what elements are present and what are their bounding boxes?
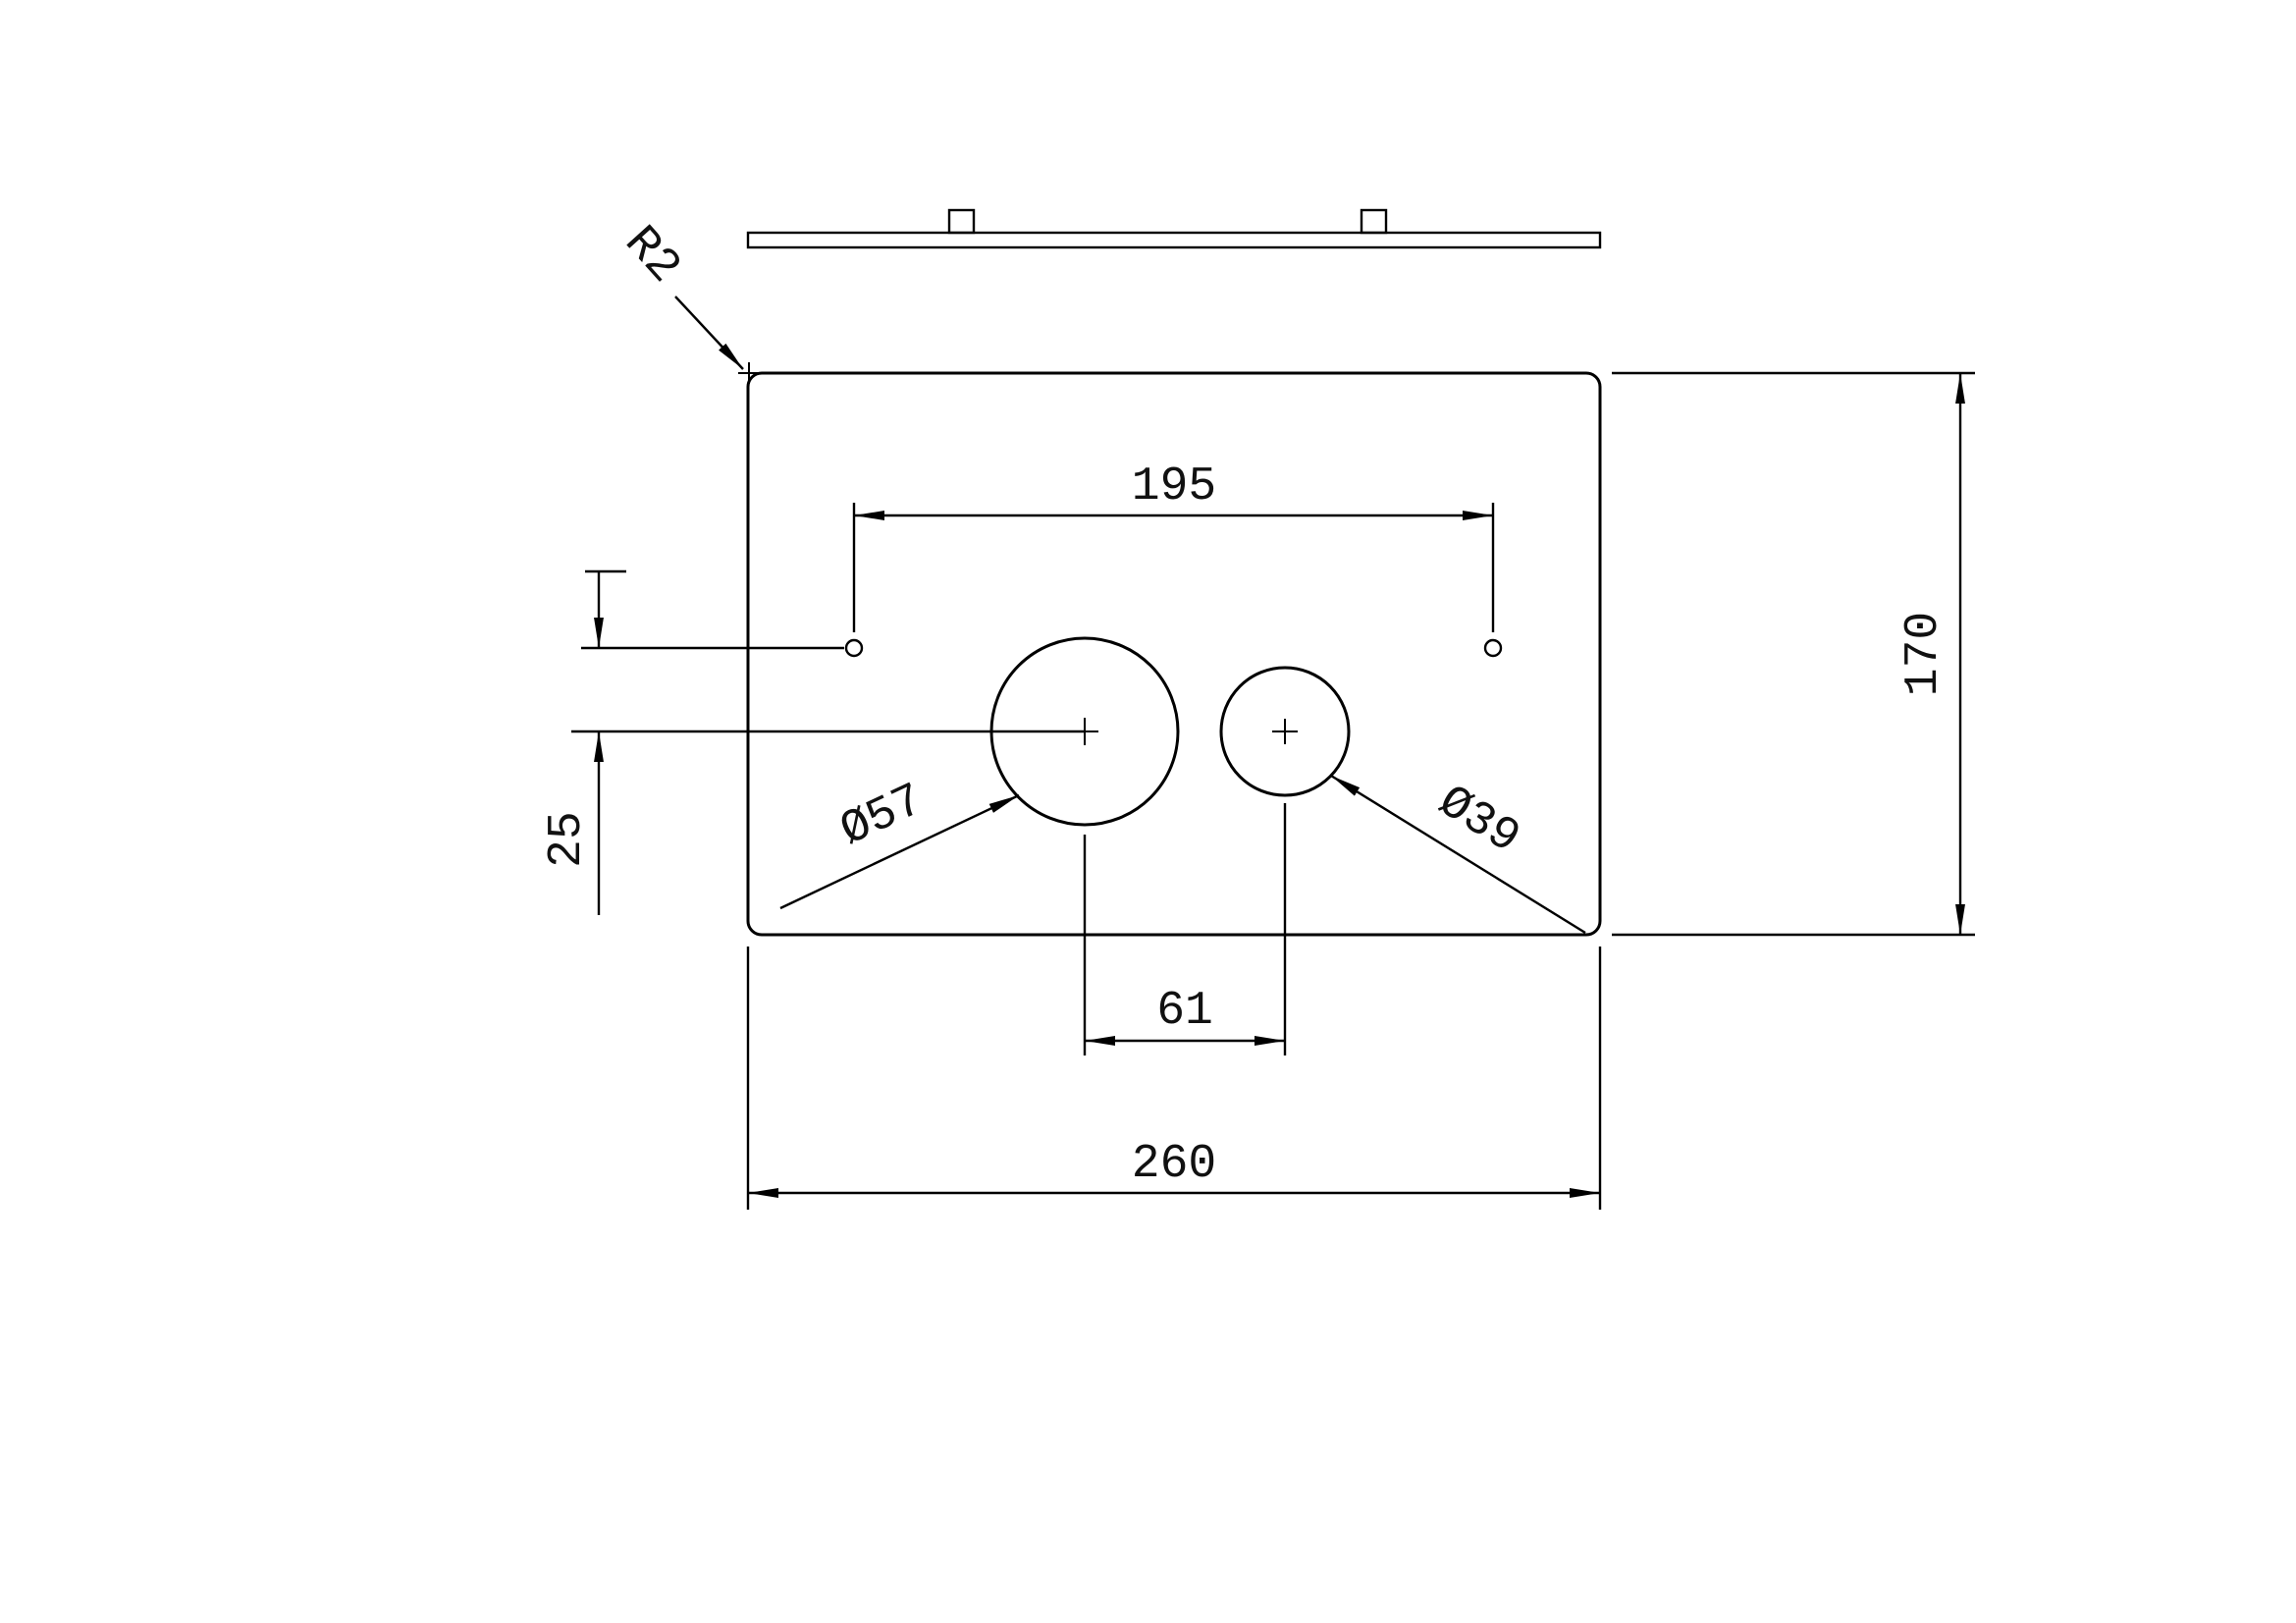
d39-label: Ø39 [1428, 776, 1528, 866]
side-view-clip-left [947, 208, 976, 235]
dim-260: 260 [746, 947, 1602, 1210]
side-view-plate-bar [746, 231, 1602, 249]
dim-25-value: 25 [541, 811, 594, 868]
pilot-hole-left [844, 638, 864, 658]
dim-61-value: 61 [1156, 985, 1213, 1038]
side-view [746, 208, 1602, 249]
pilot-hole-right [1483, 638, 1503, 658]
d57-leader-line [779, 793, 1020, 910]
label-large-hole: Ø57 [779, 774, 1020, 910]
dim-195-value: 195 [1132, 460, 1216, 514]
dim-195: 195 [852, 460, 1495, 632]
dim-170: 170 [1612, 371, 1975, 937]
side-view-clip-right [1360, 208, 1388, 235]
d39-leader-line [1330, 774, 1586, 935]
plate-outline [746, 371, 1602, 937]
dim-25: 25 [541, 569, 1085, 915]
dim-61: 61 [1083, 803, 1287, 1055]
label-corner-radius: R2 [614, 216, 744, 370]
dim-260-value: 260 [1132, 1138, 1216, 1191]
r2-label: R2 [614, 216, 691, 294]
dim-170-value: 170 [1897, 612, 1950, 696]
small-hole [1219, 666, 1351, 797]
label-small-hole: Ø39 [1330, 774, 1586, 935]
r2-leader-line [674, 296, 744, 370]
d57-label: Ø57 [832, 774, 932, 857]
